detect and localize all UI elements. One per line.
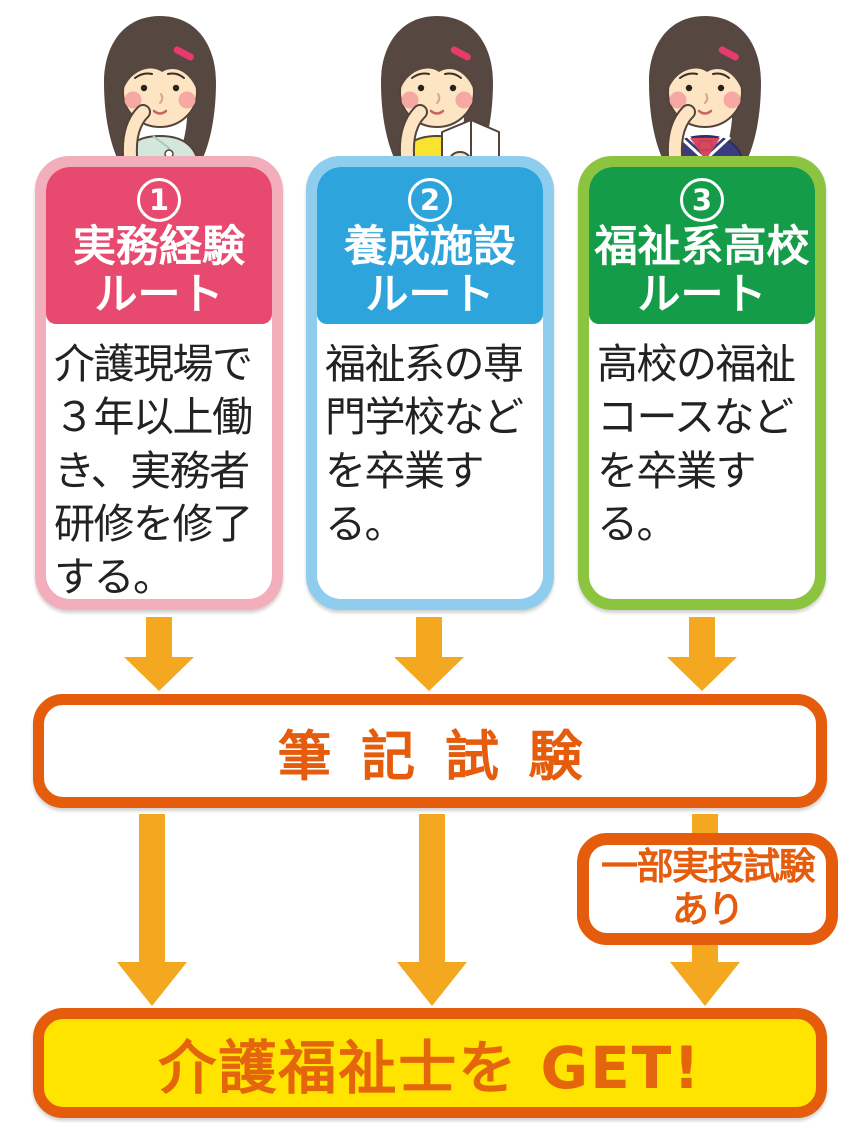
- route-3-title: 福祉系高校 ルート: [594, 222, 810, 321]
- girl-sailor-uniform-icon: [649, 16, 761, 172]
- girl-mint-cardigan-icon: [104, 16, 216, 172]
- down-arrow-icon: [124, 617, 194, 691]
- route-3-number: 3: [691, 183, 713, 217]
- route-1-title: 実務経験 ルート: [73, 222, 245, 321]
- down-arrow-icon: [397, 814, 467, 1006]
- route-3-number-badge: 3: [680, 178, 724, 222]
- route-1-number-badge: 1: [137, 178, 181, 222]
- route-card-2-inner: 2 養成施設 ルート 福祉系の専 門学校など を卒業する。: [317, 167, 543, 599]
- route-2-number: 2: [419, 183, 441, 217]
- practical-exam-note-box: 一部実技試験 あり: [577, 833, 838, 945]
- route-card-2: 2 養成施設 ルート 福祉系の専 門学校など を卒業する。: [306, 156, 554, 610]
- written-exam-box: 筆記試験: [33, 694, 827, 808]
- route-3-header: 3 福祉系高校 ルート: [589, 167, 815, 324]
- goal-label: 介護福祉士を GET!: [158, 1034, 702, 1102]
- route-3-description: 高校の福祉 コースなど を卒業する。: [597, 340, 796, 548]
- down-arrow-icon: [394, 617, 464, 691]
- route-2-title: 養成施設 ルート: [344, 222, 516, 321]
- down-arrow-icon: [667, 617, 737, 691]
- route-2-description: 福祉系の専 門学校など を卒業する。: [325, 340, 524, 548]
- down-arrow-icon: [117, 814, 187, 1006]
- route-card-3-inner: 3 福祉系高校 ルート 高校の福祉 コースなど を卒業する。: [589, 167, 815, 599]
- goal-box: 介護福祉士を GET!: [33, 1008, 827, 1118]
- route-card-1: 1 実務経験 ルート 介護現場で ３年以上働 き、実務者 研修を修了 する。: [35, 156, 283, 610]
- route-2-header: 2 養成施設 ルート: [317, 167, 543, 324]
- route-card-1-inner: 1 実務経験 ルート 介護現場で ３年以上働 き、実務者 研修を修了 する。: [46, 167, 272, 599]
- written-exam-label: 筆記試験: [277, 724, 613, 788]
- route-2-number-badge: 2: [408, 178, 452, 222]
- route-1-header: 1 実務経験 ルート: [46, 167, 272, 324]
- girl-yellow-top-open-book-icon: [381, 16, 500, 172]
- route-card-3: 3 福祉系高校 ルート 高校の福祉 コースなど を卒業する。: [578, 156, 826, 610]
- route-1-number: 1: [148, 183, 170, 217]
- route-1-description: 介護現場で ３年以上働 き、実務者 研修を修了 する。: [54, 340, 253, 599]
- practical-exam-note-label: 一部実技試験 あり: [601, 845, 816, 931]
